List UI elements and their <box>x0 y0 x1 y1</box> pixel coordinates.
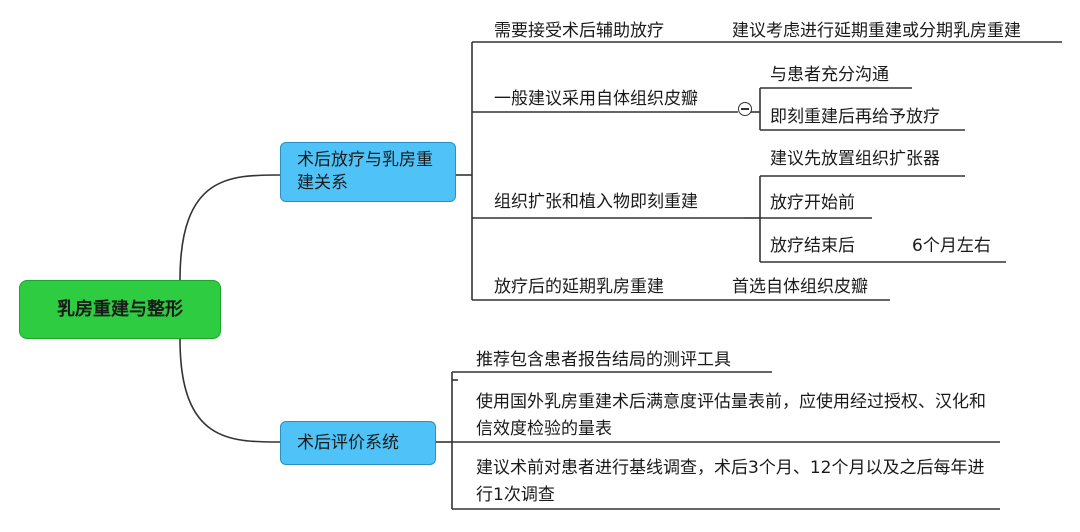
branch-node-evaluation-system[interactable]: 术后评价系统 <box>280 421 436 465</box>
topic-pro-tools[interactable]: 推荐包含患者报告结局的测评工具 <box>476 350 731 370</box>
topic-licensed-scale[interactable]: 使用国外乳房重建术后满意度评估量表前，应使用经过授权、汉化和信效度检验的量表 <box>476 392 986 439</box>
collapse-toggle-icon[interactable] <box>738 102 752 116</box>
topic-baseline-survey[interactable]: 建议术前对患者进行基线调查，术后3个月、12个月以及之后每年进行1次调查 <box>476 458 985 505</box>
topic-prefer-autologous-flap[interactable]: 首选自体组织皮瓣 <box>732 277 868 297</box>
topic-communicate-patient[interactable]: 与患者充分沟通 <box>770 65 889 85</box>
connector-root-to-branch1 <box>179 174 281 281</box>
topic-adjuvant-radiotherapy[interactable]: 需要接受术后辅助放疗 <box>494 21 664 41</box>
topic-before-radiotherapy[interactable]: 放疗开始前 <box>770 193 855 213</box>
root-label: 乳房重建与整形 <box>57 298 183 320</box>
topic-immediate-then-radiotherapy[interactable]: 即刻重建后再给予放疗 <box>770 107 940 127</box>
topic-place-expander[interactable]: 建议先放置组织扩张器 <box>770 149 940 169</box>
topic-after-radiotherapy[interactable]: 放疗结束后 <box>770 236 855 256</box>
topic-six-months[interactable]: 6个月左右 <box>912 236 991 256</box>
topic-autologous-flap[interactable]: 一般建议采用自体组织皮瓣 <box>494 89 698 109</box>
topic-expander-implant[interactable]: 组织扩张和植入物即刻重建 <box>494 192 698 212</box>
branch-label: 术后放疗与乳房重建关系 <box>297 150 433 193</box>
root-node[interactable]: 乳房重建与整形 <box>19 280 221 339</box>
topic-delayed-reconstruction[interactable]: 建议考虑进行延期重建或分期乳房重建 <box>732 21 1021 41</box>
branch-node-postop-radiotherapy[interactable]: 术后放疗与乳房重建关系 <box>280 142 456 202</box>
topic-delayed-after-radiotherapy[interactable]: 放疗后的延期乳房重建 <box>494 277 664 297</box>
connector-root-to-branch2 <box>179 338 281 443</box>
branch-label: 术后评价系统 <box>297 432 399 453</box>
